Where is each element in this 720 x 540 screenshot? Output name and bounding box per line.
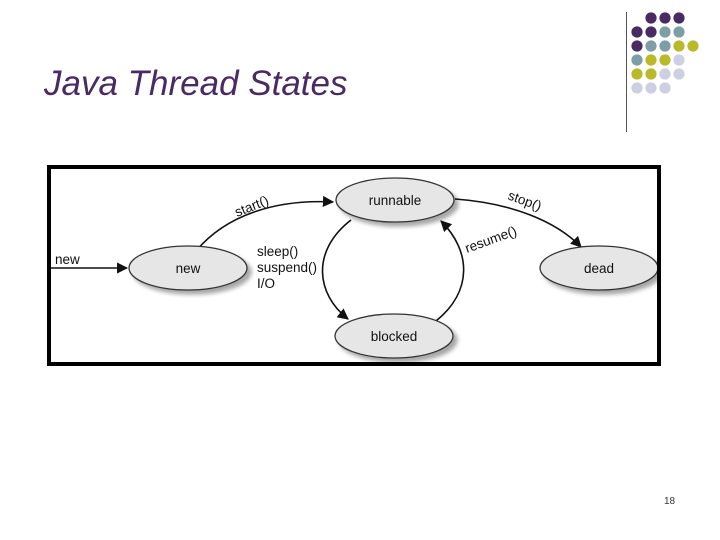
decorative-dot [673,68,685,80]
decorative-dot [673,40,685,52]
decorative-dot [645,26,657,38]
decorative-dot [659,68,671,80]
thread-state-diagram: runnable new blocked dead new start() st… [47,165,661,366]
state-label-blocked: blocked [371,329,418,344]
decorative-dot [673,54,685,66]
decorative-dot [659,82,671,94]
decorative-dot [645,40,657,52]
decorative-dot [631,82,643,94]
divider-line [626,12,627,132]
start-label: start() [233,193,271,220]
entry-label: new [55,252,80,267]
state-node-blocked: blocked [334,313,454,359]
decorative-dot [659,26,671,38]
state-label-new: new [176,261,201,276]
decorative-dot [645,12,657,24]
page-title: Java Thread States [44,64,348,103]
decorative-dot [645,68,657,80]
state-label-dead: dead [584,261,614,276]
transition-resume [435,220,465,322]
decorative-dot [659,12,671,24]
decorative-dot [631,40,643,52]
block-label-sleep: sleep() [257,244,298,259]
decorative-dot [631,26,643,38]
stop-label: stop() [506,188,544,214]
decorative-dot [673,26,685,38]
state-label-runnable: runnable [369,193,422,208]
block-label-suspend: suspend() [257,260,317,275]
transition-stop [454,198,582,248]
decorative-dot [659,54,671,66]
decorative-dot [687,40,699,52]
decorative-dot [645,54,657,66]
decorative-dot [645,82,657,94]
decorative-dot [673,12,685,24]
transition-block [321,219,352,320]
state-node-runnable: runnable [335,177,455,223]
state-node-new: new [128,245,248,291]
decorative-dot [631,54,643,66]
decorative-dot [631,68,643,80]
resume-label: resume() [463,223,519,256]
decorative-dot [659,40,671,52]
transition-start [195,195,335,252]
page-number: 18 [664,496,676,507]
state-node-dead: dead [539,245,657,291]
block-label-io: I/O [257,276,275,291]
